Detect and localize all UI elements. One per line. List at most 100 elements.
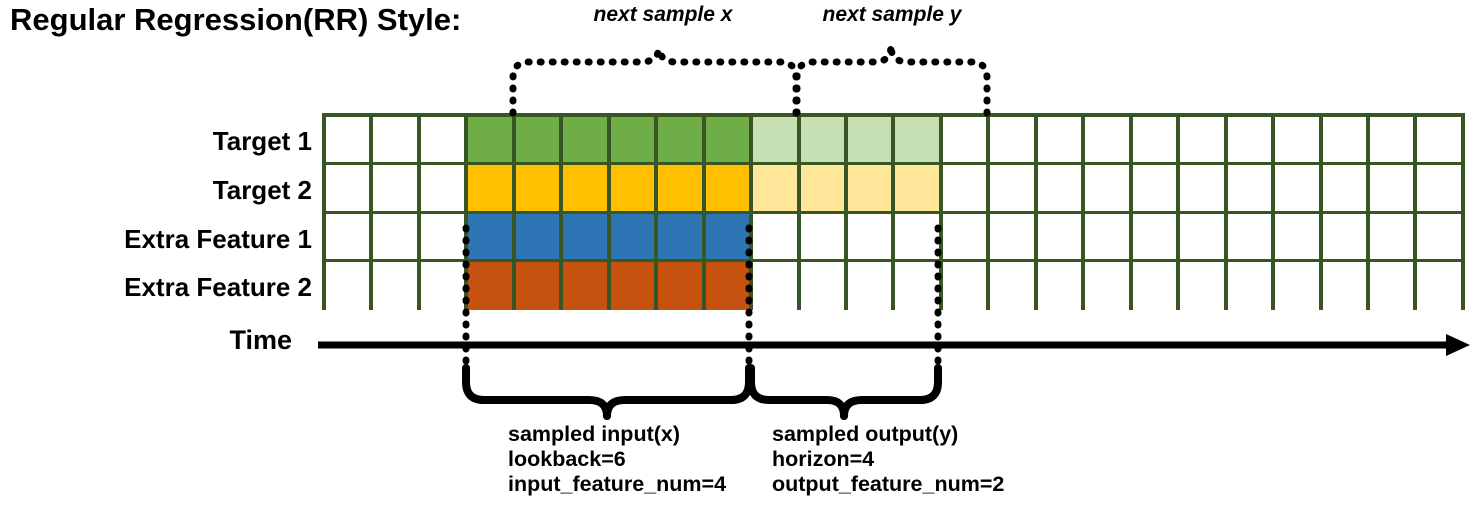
- grid-cell-r1-c22: [1369, 165, 1414, 211]
- grid-cell-r2-c9: [753, 213, 797, 259]
- grid-cell-r1-c16: [1085, 165, 1129, 211]
- grid-cell-r3-c2: [420, 261, 465, 310]
- grid-cell-r0-c12: [895, 117, 939, 163]
- grid-cell-r0-c15: [1037, 117, 1082, 163]
- row-label-target-2: Target 2: [212, 175, 312, 205]
- grid-cell-r2-c3: [468, 213, 512, 259]
- row-label-extra-feature-1: Extra Feature 1: [124, 224, 312, 254]
- grid-cell-r1-c14: [990, 165, 1034, 211]
- grid-cell-r3-c11: [847, 261, 892, 310]
- grid-cell-r3-c3: [468, 261, 512, 310]
- grid-cell-r0-c3: [468, 117, 512, 163]
- grid-cell-r1-c11: [847, 165, 892, 211]
- grid-cell-r0-c19: [1227, 117, 1272, 163]
- grid-cell-r3-c4: [515, 261, 560, 310]
- grid-cell-r1-c15: [1037, 165, 1082, 211]
- time-axis-arrow: [318, 334, 1470, 356]
- sampled-input-line1: sampled input(x): [508, 422, 681, 446]
- grid-cell-r0-c8: [705, 117, 750, 163]
- row-label-target-1: Target 1: [212, 126, 312, 156]
- grid-cell-r1-c1: [373, 165, 417, 211]
- sampled-output-line3: output_feature_num=2: [772, 472, 1005, 496]
- grid-cell-r0-c0: [326, 117, 370, 163]
- grid-cell-r3-c7: [658, 261, 702, 310]
- sampled-output-brace: [747, 364, 942, 420]
- row-label-extra-feature-2: Extra Feature 2: [124, 272, 312, 302]
- grid-cell-r3-c17: [1132, 261, 1177, 310]
- grid-cell-r1-c3: [468, 165, 512, 211]
- grid-cell-r0-c18: [1180, 117, 1224, 163]
- row-label-column: Target 1 Target 2 Extra Feature 1 Extra …: [20, 0, 312, 516]
- grid-cell-r2-c6: [610, 213, 655, 259]
- grid-row-extra-feature-2: [326, 261, 1461, 310]
- page-title: Regular Regression(RR) Style:: [10, 2, 462, 37]
- sampled-input-brace: [462, 364, 753, 420]
- grid-cell-r1-c5: [563, 165, 607, 211]
- grid-cell-r2-c13: [942, 213, 987, 259]
- grid-cell-r2-c8: [705, 213, 750, 259]
- grid-cell-r0-c23: [1417, 117, 1461, 163]
- grid-cell-r0-c5: [563, 117, 607, 163]
- grid-cell-r0-c1: [373, 117, 417, 163]
- grid-cell-r1-c8: [705, 165, 750, 211]
- sampled-output-caption: sampled output(y) horizon=4 output_featu…: [772, 422, 1004, 497]
- grid-cell-r0-c2: [420, 117, 465, 163]
- next-sample-y-brace: [793, 42, 991, 117]
- grid-cell-r3-c20: [1275, 261, 1319, 310]
- grid-cell-r3-c6: [610, 261, 655, 310]
- grid-cell-r0-c11: [847, 117, 892, 163]
- grid-cell-r3-c5: [563, 261, 607, 310]
- grid-cell-r1-c18: [1180, 165, 1224, 211]
- grid-cell-r1-c20: [1275, 165, 1319, 211]
- grid-cell-r2-c21: [1322, 213, 1366, 259]
- next-sample-y-label: next sample y: [822, 3, 962, 26]
- sampled-input-line3: input_feature_num=4: [508, 472, 727, 496]
- grid-cell-r2-c22: [1369, 213, 1414, 259]
- grid-cell-r3-c22: [1369, 261, 1414, 310]
- grid-cell-r1-c4: [515, 165, 560, 211]
- grid-row-target-1: [326, 117, 1461, 165]
- grid-cell-r3-c15: [1037, 261, 1082, 310]
- grid-cell-r2-c7: [658, 213, 702, 259]
- grid-cell-r1-c7: [658, 165, 702, 211]
- grid-cell-r0-c20: [1275, 117, 1319, 163]
- grid-cell-r3-c8: [705, 261, 750, 310]
- grid-cell-r2-c16: [1085, 213, 1129, 259]
- grid-cell-r3-c16: [1085, 261, 1129, 310]
- timeline-grid: [322, 113, 1465, 310]
- grid-cell-r3-c21: [1322, 261, 1366, 310]
- grid-cell-r3-c0: [326, 261, 370, 310]
- grid-cell-r1-c10: [800, 165, 844, 211]
- grid-cell-r0-c14: [990, 117, 1034, 163]
- grid-cell-r0-c22: [1369, 117, 1414, 163]
- grid-cell-r2-c19: [1227, 213, 1272, 259]
- grid-cell-r2-c17: [1132, 213, 1177, 259]
- time-axis-label: Time: [229, 325, 292, 355]
- grid-cell-r0-c17: [1132, 117, 1177, 163]
- grid-cell-r2-c12: [895, 213, 939, 259]
- grid-cell-r0-c10: [800, 117, 844, 163]
- grid-cell-r1-c21: [1322, 165, 1366, 211]
- grid-cell-r1-c13: [942, 165, 987, 211]
- grid-cell-r2-c11: [847, 213, 892, 259]
- grid-cell-r0-c9: [753, 117, 797, 163]
- grid-cell-r2-c20: [1275, 213, 1319, 259]
- sampled-output-line2: horizon=4: [772, 447, 875, 471]
- grid-cell-r3-c1: [373, 261, 417, 310]
- grid-cell-r3-c14: [990, 261, 1034, 310]
- grid-cell-r1-c6: [610, 165, 655, 211]
- grid-cell-r0-c7: [658, 117, 702, 163]
- sampled-input-line2: lookback=6: [508, 447, 626, 471]
- grid-cell-r1-c19: [1227, 165, 1272, 211]
- grid-cell-r0-c16: [1085, 117, 1129, 163]
- grid-cell-r2-c2: [420, 213, 465, 259]
- grid-cell-r1-c9: [753, 165, 797, 211]
- grid-cell-r1-c17: [1132, 165, 1177, 211]
- grid-cell-r3-c9: [753, 261, 797, 310]
- grid-cell-r1-c12: [895, 165, 939, 211]
- grid-cell-r2-c18: [1180, 213, 1224, 259]
- grid-cell-r3-c13: [942, 261, 987, 310]
- sampled-output-line1: sampled output(y): [772, 422, 959, 446]
- grid-cell-r3-c19: [1227, 261, 1272, 310]
